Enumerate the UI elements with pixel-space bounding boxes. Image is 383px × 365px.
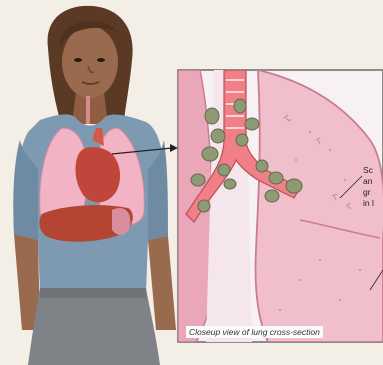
callout-line: in l bbox=[363, 198, 374, 209]
callout-line: gr bbox=[363, 187, 374, 198]
callout-line: an bbox=[363, 176, 374, 187]
inset-caption: Closeup view of lung cross-section bbox=[186, 326, 323, 338]
lung-inset bbox=[178, 70, 383, 342]
tumor-callout-label: Sc an gr in l bbox=[363, 165, 374, 209]
callout-line: Sc bbox=[363, 165, 374, 176]
